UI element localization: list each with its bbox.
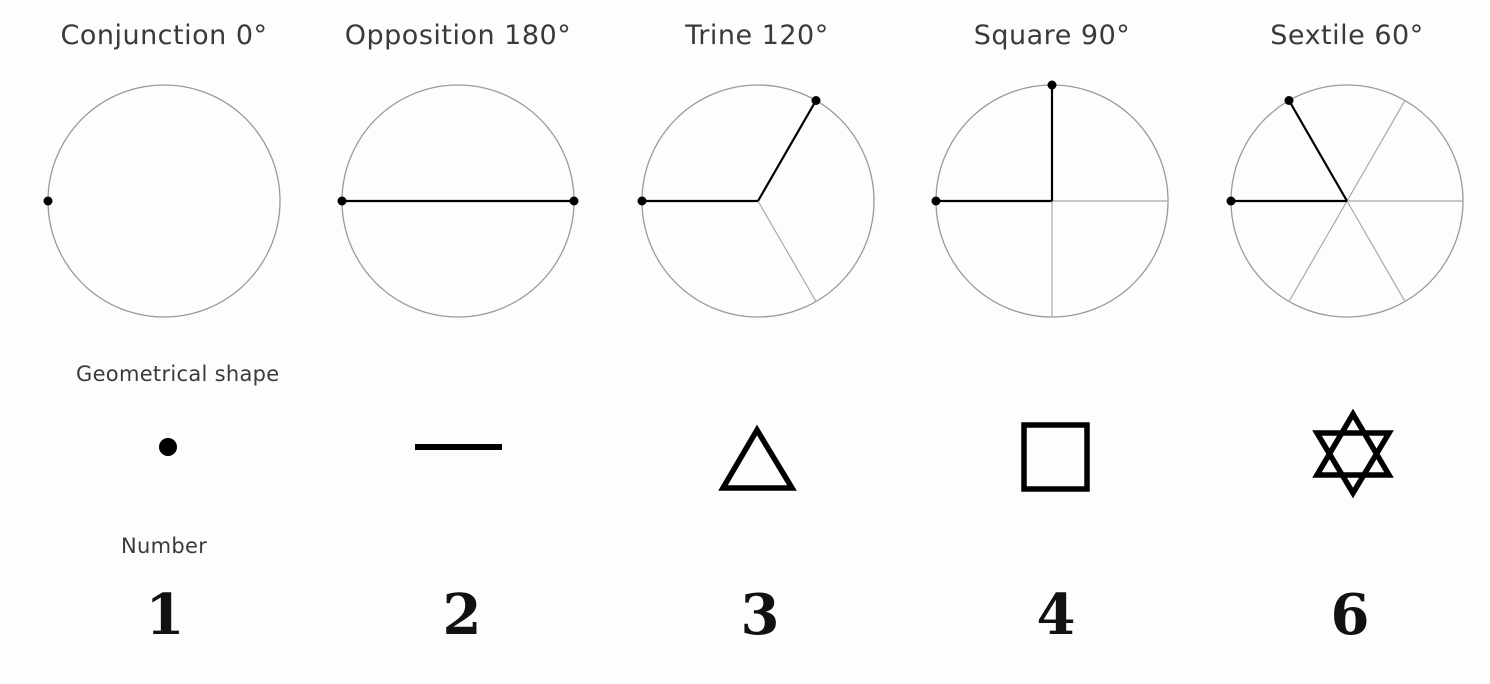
division-spoke — [757, 200, 817, 302]
triangle-shape — [718, 424, 797, 491]
division-spoke — [1346, 200, 1406, 302]
aspect-number: 1 — [146, 582, 185, 648]
zodiac-circle — [47, 84, 281, 318]
planet-dot — [931, 196, 941, 206]
aspect-number: 6 — [1331, 582, 1370, 648]
planet-dot — [1226, 196, 1236, 206]
planet-dot — [43, 196, 53, 206]
planet-dot — [811, 96, 821, 105]
division-spoke — [1288, 200, 1348, 302]
aspect-column-opposition: Opposition 180° 2 — [337, 20, 579, 648]
aspect-title: Trine 120° — [684, 20, 828, 51]
hexagram-down-triangle — [1312, 430, 1394, 499]
aspect-column-square: Square 90° 4 — [931, 20, 1169, 648]
aspect-title: Square 90° — [974, 20, 1131, 51]
aspect-line — [1288, 99, 1348, 202]
aspect-number: 3 — [741, 582, 780, 648]
geometric-shape-dot — [159, 438, 177, 456]
aspect-number: 4 — [1037, 582, 1076, 648]
aspect-title: Opposition 180° — [345, 20, 571, 51]
aspect-wheel-square — [931, 80, 1169, 318]
division-spoke — [1346, 100, 1406, 202]
aspect-wheel-opposition — [337, 84, 579, 318]
aspect-column-conjunction: Conjunction 0° 1 — [43, 20, 281, 648]
hexagram-up-triangle — [1312, 408, 1394, 478]
aspect-column-sextile: Sextile 60° 6 — [1226, 20, 1464, 648]
geometric-shape-triangle — [718, 424, 797, 491]
aspect-title: Sextile 60° — [1270, 20, 1423, 51]
planet-dot — [1047, 80, 1057, 90]
aspect-column-trine: Trine 120° 3 — [637, 20, 875, 648]
planet-dot — [337, 196, 347, 206]
geometric-shape-hexagram — [1312, 408, 1394, 499]
aspect-number: 2 — [443, 582, 482, 648]
aspect-wheel-trine — [637, 84, 875, 318]
geometric-shape-square — [1021, 422, 1090, 492]
square-shape — [1021, 422, 1090, 492]
planet-dot — [1284, 96, 1294, 105]
aspect-wheel-conjunction — [43, 84, 281, 318]
dot-shape — [159, 438, 177, 456]
planet-dot — [637, 196, 647, 206]
shape-row-label: Geometrical shape — [76, 362, 280, 386]
aspect-title: Conjunction 0° — [60, 20, 267, 51]
aspect-wheel-sextile — [1226, 84, 1464, 318]
number-row-label: Number — [121, 534, 207, 558]
planet-dot — [569, 196, 579, 206]
aspect-line — [757, 99, 817, 202]
